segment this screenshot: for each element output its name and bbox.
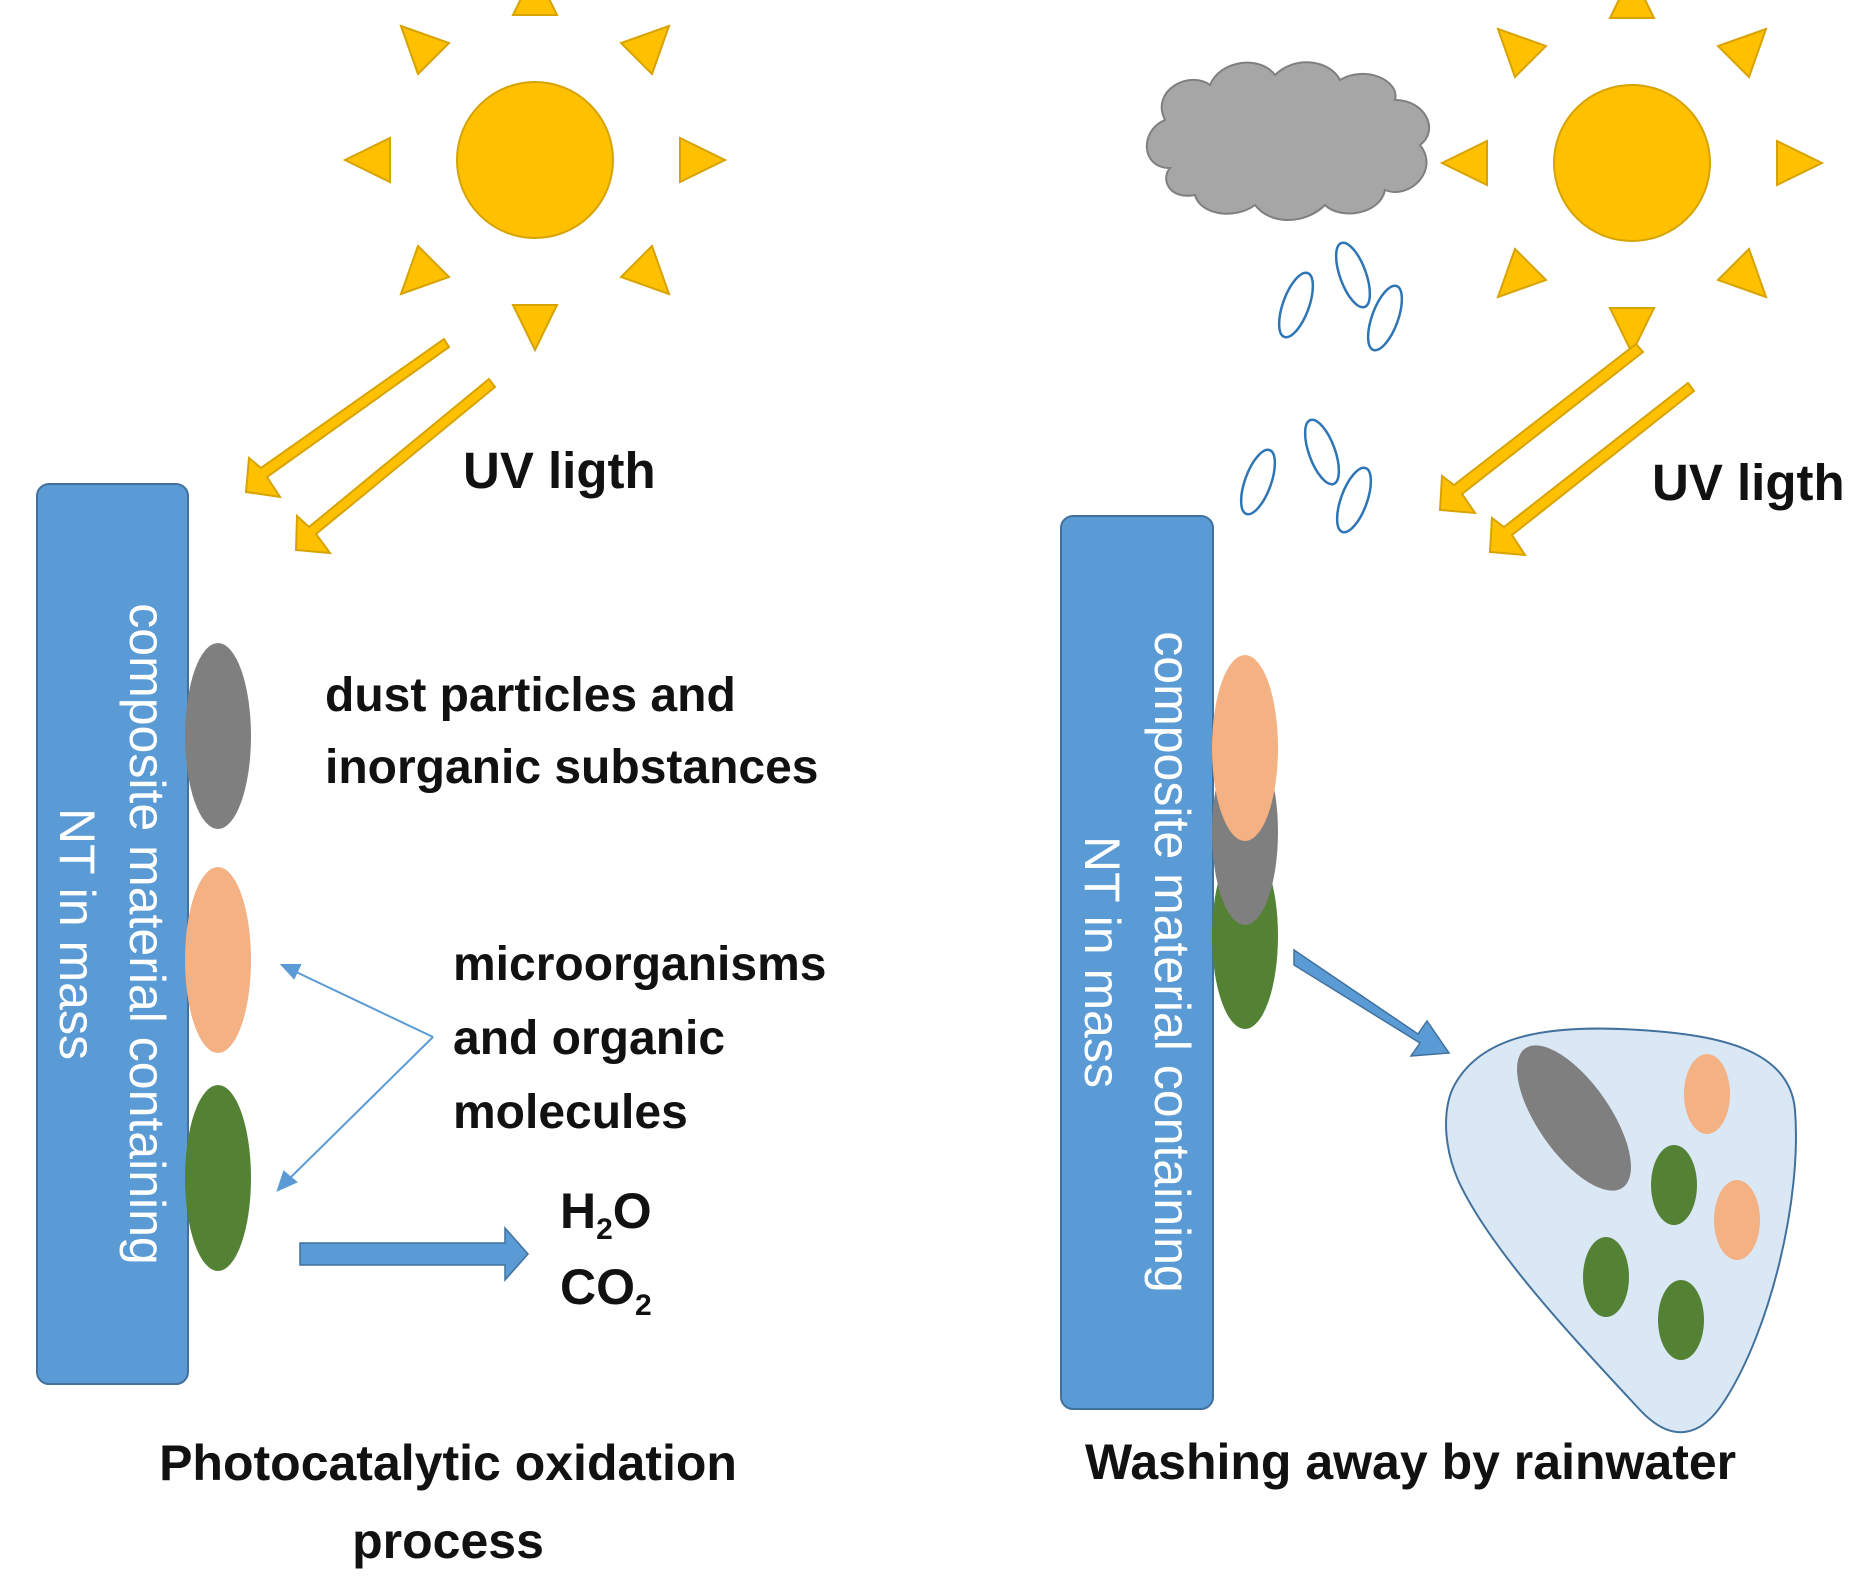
cloud-icon	[1145, 61, 1431, 221]
right-organic-particle	[1212, 655, 1278, 841]
co2-formula: CO2	[560, 1259, 652, 1322]
washed-organic-particle	[1684, 1054, 1730, 1134]
micro-label-line3: molecules	[453, 1086, 688, 1139]
left-material-line2: NT in mass	[49, 808, 105, 1060]
washed-microorganism-particle	[1651, 1145, 1697, 1225]
dust-label-line1: dust particles and	[325, 669, 736, 722]
left-organic-particle	[185, 867, 251, 1053]
left-pointer-lines	[276, 964, 434, 1192]
right-material-panel	[1060, 515, 1214, 1410]
washed-organic-particle	[1714, 1180, 1760, 1260]
washed-dust-particle	[1517, 1045, 1631, 1191]
washed-microorganism-particle	[1658, 1280, 1704, 1360]
left-microorganism-particle	[185, 1085, 251, 1271]
left-material-label: composite material containing NT in mass	[49, 603, 175, 1264]
micro-label-line2: and organic	[453, 1012, 726, 1065]
left-caption: Photocatalytic oxidation process	[138, 1424, 758, 1580]
micro-label-line1: microorganisms	[453, 938, 827, 991]
dust-label: dust particles and inorganic substances	[325, 660, 818, 804]
right-caption: Washing away by rainwater	[1085, 1434, 1737, 1490]
left-sun-icon	[344, 0, 726, 351]
left-uv-ray-arrow-icon	[244, 337, 497, 555]
right-material-line2: NT in mass	[1074, 836, 1130, 1088]
left-flow-arrow-icon	[299, 1226, 530, 1282]
right-material-label: composite material containing NT in mass	[1074, 631, 1200, 1292]
left-caption-line2: process	[352, 1513, 544, 1569]
left-dust-particle	[185, 643, 251, 829]
washed-microorganism-particle	[1583, 1237, 1629, 1317]
right-uv-label: UV ligth	[1652, 454, 1845, 511]
raindrop-icon-group	[1239, 241, 1404, 534]
micro-label: microorganisms and organic molecules	[453, 928, 826, 1150]
dust-label-line2: inorganic substances	[325, 741, 819, 794]
right-uv-ray-arrow-icon	[1438, 342, 1696, 557]
right-flow-arrow-icon	[1293, 948, 1451, 1057]
water-formula: H2O	[560, 1183, 652, 1246]
right-material-line1: composite material containing	[1144, 631, 1200, 1293]
left-caption-line1: Photocatalytic oxidation	[159, 1435, 737, 1491]
left-uv-label: UV ligth	[463, 442, 656, 499]
left-material-line1: composite material containing	[119, 603, 175, 1265]
right-sun-icon	[1441, 0, 1823, 354]
